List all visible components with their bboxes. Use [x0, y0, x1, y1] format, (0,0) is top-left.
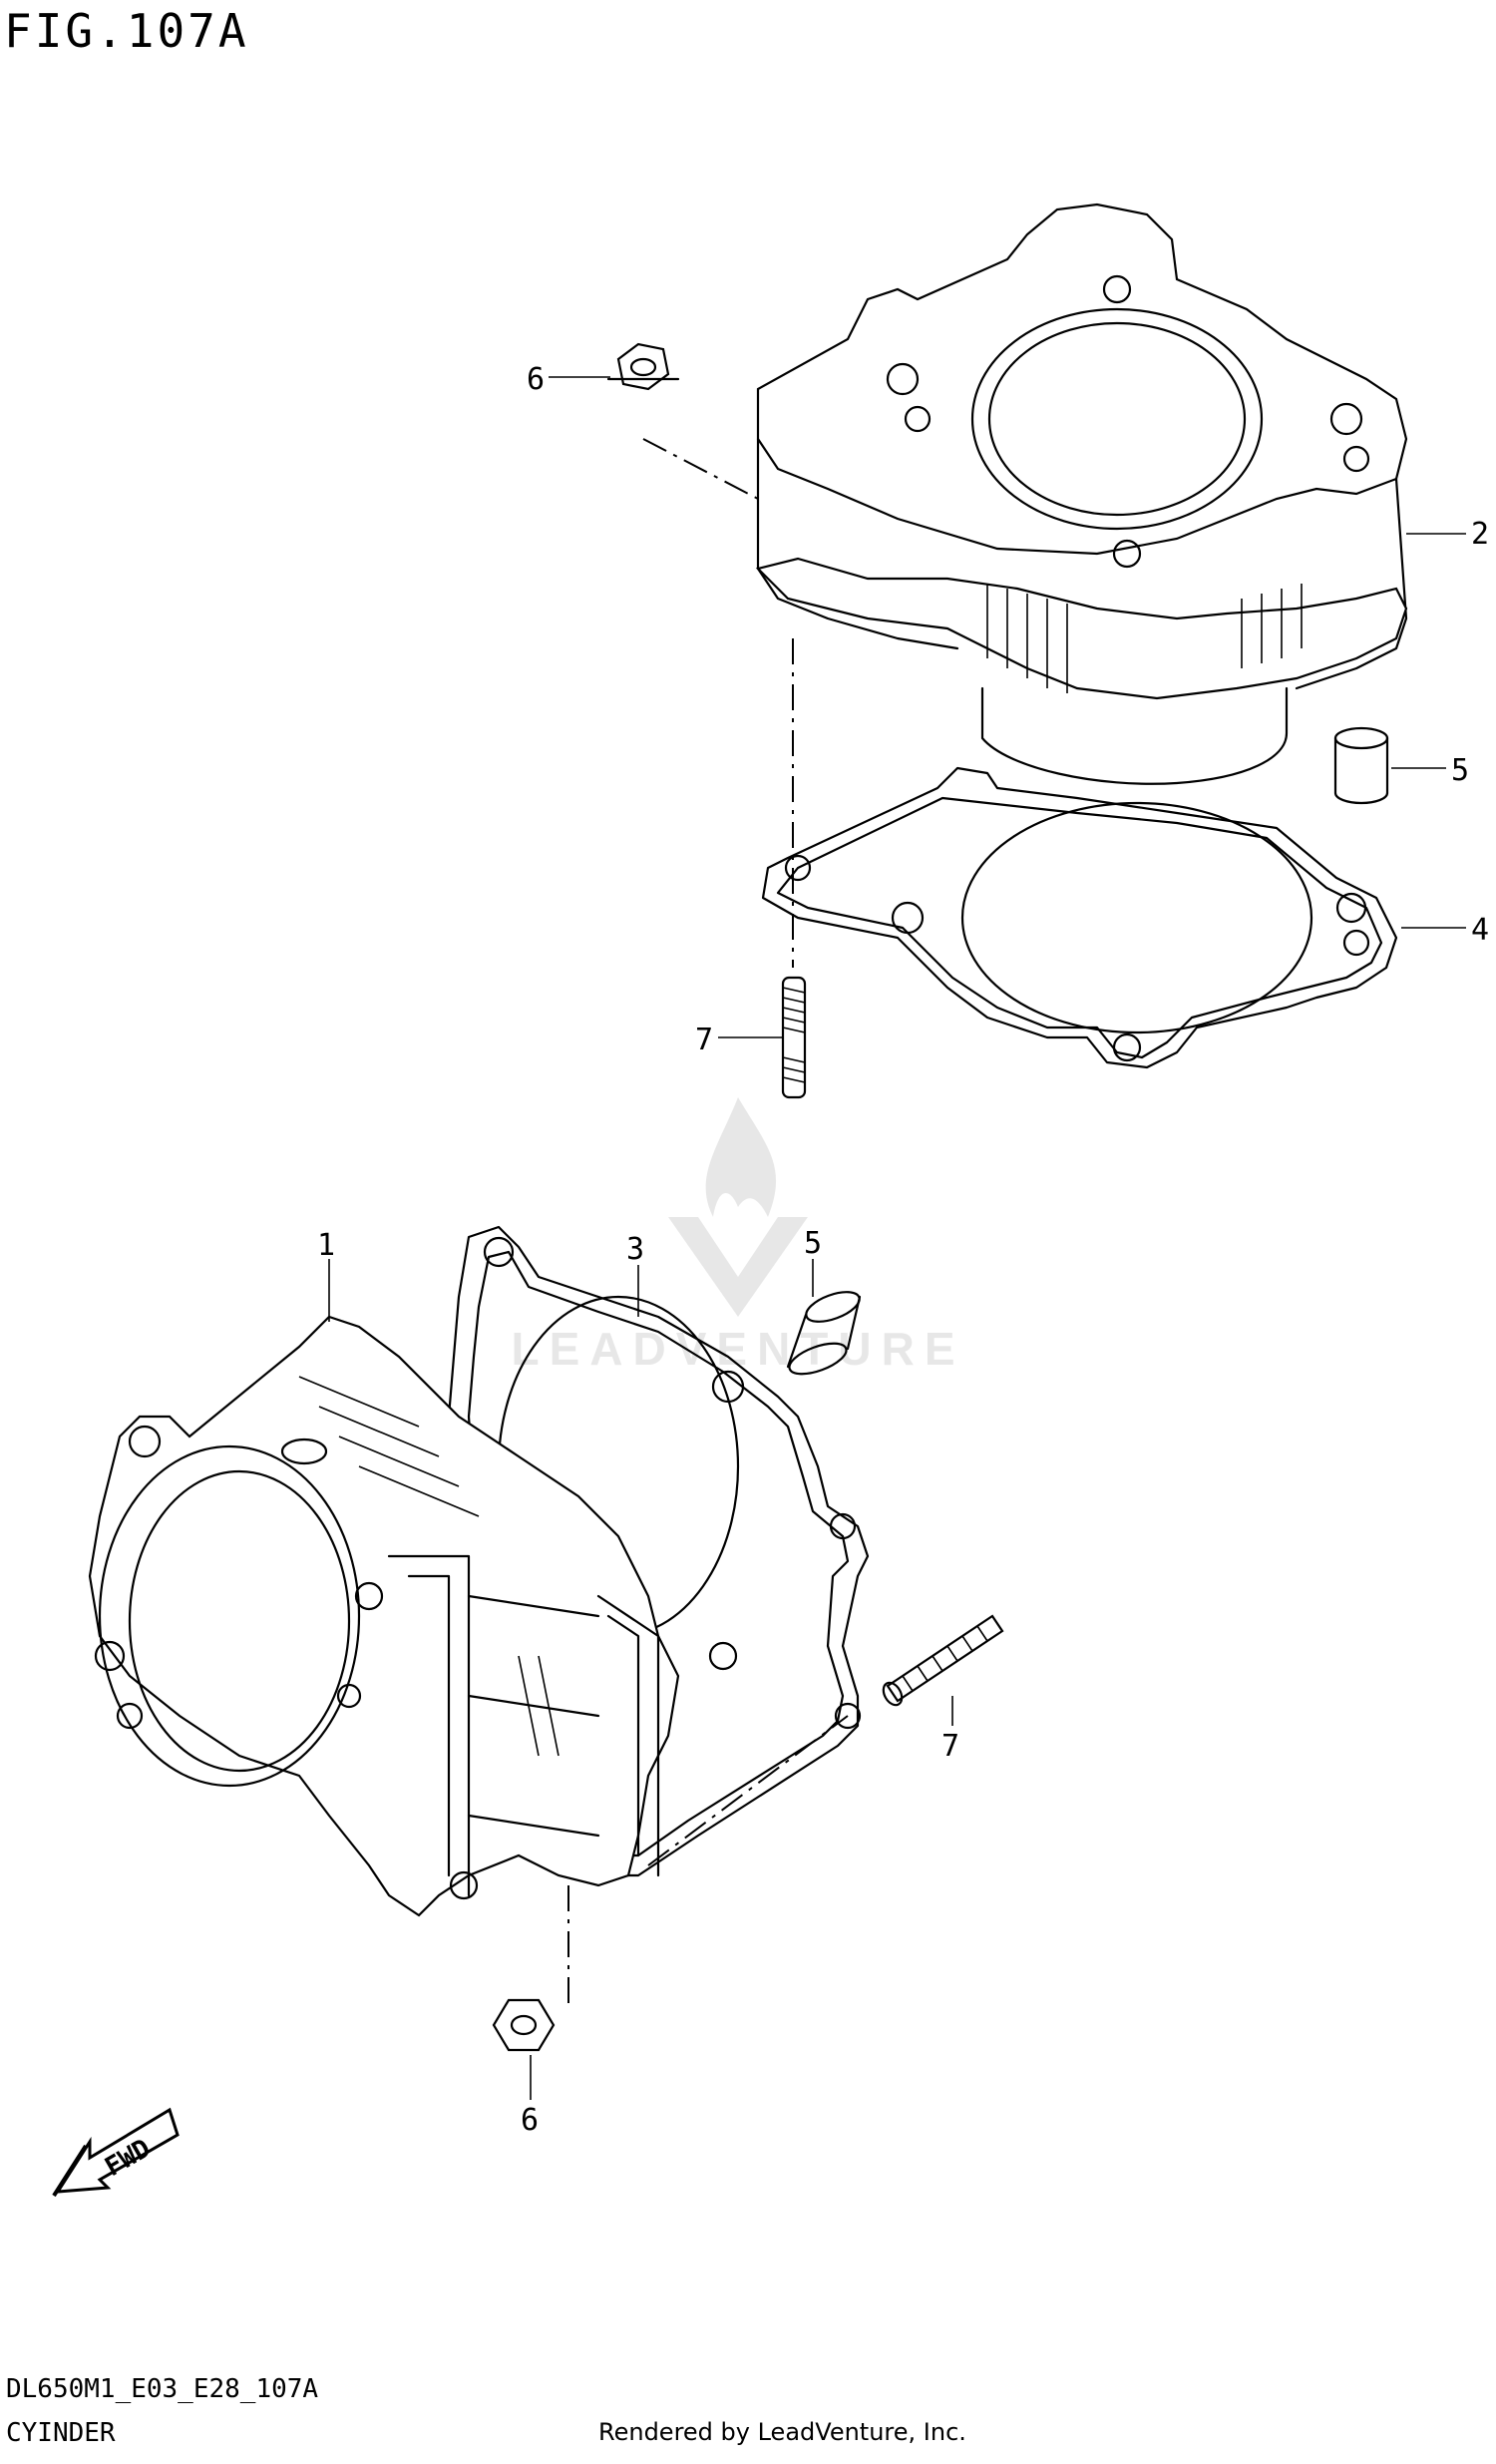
diagram-code: DL650M1_E03_E28_107A: [6, 2374, 319, 2404]
part-6-nut-upper[interactable]: [606, 342, 680, 391]
watermark-text: LEADVENTURE: [511, 1323, 965, 1375]
figure-title: FIG.107A: [4, 4, 249, 58]
fwd-arrow-icon: FWD: [52, 2107, 180, 2198]
part-5-dowel-upper[interactable]: [1333, 726, 1389, 805]
diagram-name: CYINDER: [6, 2418, 116, 2448]
flame-v-logo-icon: [668, 1097, 808, 1317]
callout-7-lower: 7: [941, 1729, 959, 1764]
callout-6-lower: 6: [521, 2103, 539, 2138]
leader-lines: [328, 376, 1466, 2100]
watermark: LEADVENTURE: [469, 1087, 1007, 1387]
part-7-stud-lower[interactable]: [880, 1614, 1004, 1708]
rendered-by-credit: Rendered by LeadVenture, Inc.: [598, 2418, 966, 2446]
part-4-gasket[interactable]: [761, 766, 1398, 1069]
callout-6-upper: 6: [527, 362, 545, 397]
part-6-nut-lower[interactable]: [492, 1998, 556, 2052]
part-7-stud-upper[interactable]: [781, 976, 807, 1099]
callout-1: 1: [317, 1228, 335, 1263]
callout-5-upper: 5: [1451, 753, 1469, 788]
callout-2: 2: [1471, 517, 1489, 552]
part-1-cylinder[interactable]: [88, 1315, 680, 1917]
callout-5-lower: 5: [804, 1226, 822, 1261]
callout-4: 4: [1471, 913, 1489, 948]
callout-7-upper: 7: [695, 1023, 713, 1057]
part-5-dowel-lower[interactable]: [786, 1286, 864, 1380]
part-2-cylinder[interactable]: [755, 203, 1408, 785]
callout-3: 3: [626, 1232, 644, 1267]
